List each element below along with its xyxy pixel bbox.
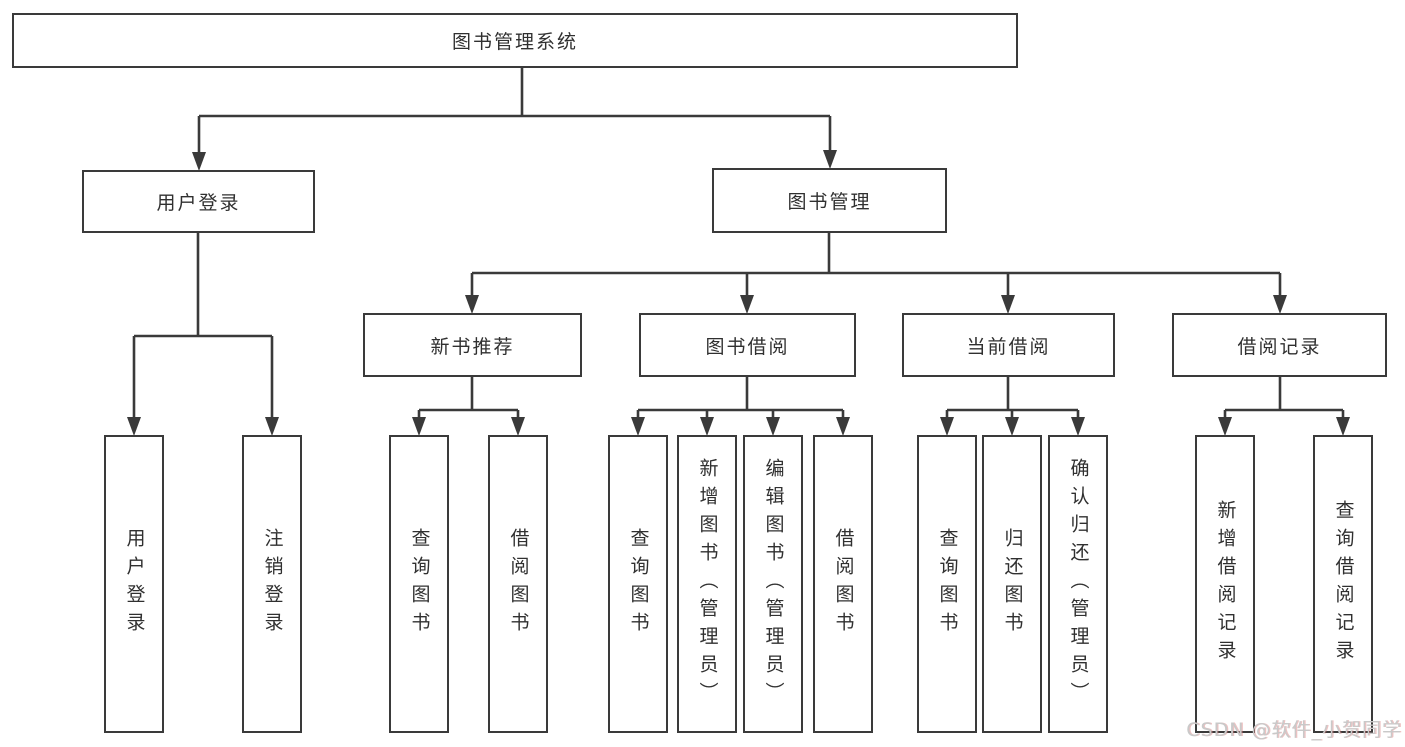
arrow-down-icon: [465, 295, 479, 314]
node-borrow-books-leaf: 借阅图书: [813, 435, 873, 733]
node-label: 归还图书: [1001, 528, 1024, 640]
arrow-down-icon: [1336, 417, 1350, 436]
node-label: 查询图书: [408, 528, 431, 640]
node-book-borrow: 图书借阅: [639, 313, 856, 377]
arrow-down-icon: [1071, 417, 1085, 436]
connector-new-book-children: [412, 377, 525, 436]
connector-user-login-children: [127, 233, 279, 436]
arrow-down-icon: [700, 417, 714, 436]
arrow-down-icon: [823, 150, 837, 169]
connector-borrow-record-children: [1218, 377, 1350, 436]
arrow-down-icon: [1001, 295, 1015, 314]
node-label: 图书管理: [787, 191, 872, 213]
arrow-down-icon: [940, 417, 954, 436]
node-label: 图书管理系统: [451, 31, 578, 53]
node-label: 查询图书: [936, 528, 959, 640]
node-label: 借阅记录: [1237, 335, 1322, 358]
node-confirm-return-admin: 确认归还（管理员）: [1048, 435, 1108, 733]
node-user-login: 用户登录: [82, 170, 315, 233]
arrow-down-icon: [265, 417, 279, 436]
arrow-down-icon: [1218, 417, 1232, 436]
node-add-books-admin: 新增图书（管理员）: [677, 435, 737, 733]
node-label: 注销登录: [261, 528, 284, 640]
csdn-watermark: CSDN @软件_小贺同学: [1186, 719, 1402, 741]
arrow-down-icon: [836, 417, 850, 436]
node-label: 新增借阅记录: [1214, 500, 1237, 668]
node-system-root: 图书管理系统: [12, 13, 1018, 68]
connector-book-management-children: [465, 233, 1287, 314]
connector-book-borrow-children: [631, 377, 850, 436]
node-add-borrow-record: 新增借阅记录: [1195, 435, 1255, 733]
arrow-down-icon: [127, 417, 141, 436]
node-borrow-record: 借阅记录: [1172, 313, 1387, 377]
node-label: 借阅图书: [832, 528, 855, 640]
node-book-management: 图书管理: [712, 168, 947, 233]
node-label: 新书推荐: [430, 335, 515, 358]
arrow-down-icon: [412, 417, 426, 436]
node-label: 查询图书: [627, 528, 650, 640]
node-return-books: 归还图书: [982, 435, 1042, 733]
node-query-books-current: 查询图书: [917, 435, 977, 733]
node-label: 图书借阅: [705, 335, 790, 358]
node-logout-leaf: 注销登录: [242, 435, 302, 733]
arrow-down-icon: [192, 152, 206, 171]
node-new-book-recommend: 新书推荐: [363, 313, 582, 377]
node-user-login-leaf: 用户登录: [104, 435, 164, 733]
node-label: 当前借阅: [966, 335, 1051, 358]
node-label: 编辑图书（管理员）: [762, 458, 785, 710]
node-label: 用户登录: [123, 528, 146, 640]
connector-current-borrow-children: [940, 377, 1085, 436]
node-borrow-books-recommend: 借阅图书: [488, 435, 548, 733]
arrow-down-icon: [511, 417, 525, 436]
arrow-down-icon: [740, 295, 754, 314]
connector-root-to-level2: [192, 68, 837, 171]
arrow-down-icon: [766, 417, 780, 436]
node-label: 确认归还（管理员）: [1067, 458, 1090, 710]
node-label: 查询借阅记录: [1332, 500, 1355, 668]
node-label: 借阅图书: [507, 528, 530, 640]
node-edit-books-admin: 编辑图书（管理员）: [743, 435, 803, 733]
arrow-down-icon: [631, 417, 645, 436]
node-label: 新增图书（管理员）: [696, 458, 719, 710]
arrow-down-icon: [1005, 417, 1019, 436]
node-query-books-borrow: 查询图书: [608, 435, 668, 733]
node-query-borrow-record: 查询借阅记录: [1313, 435, 1373, 733]
node-query-books-recommend: 查询图书: [389, 435, 449, 733]
node-current-borrow: 当前借阅: [902, 313, 1115, 377]
node-label: 用户登录: [156, 192, 241, 214]
arrow-down-icon: [1273, 295, 1287, 314]
